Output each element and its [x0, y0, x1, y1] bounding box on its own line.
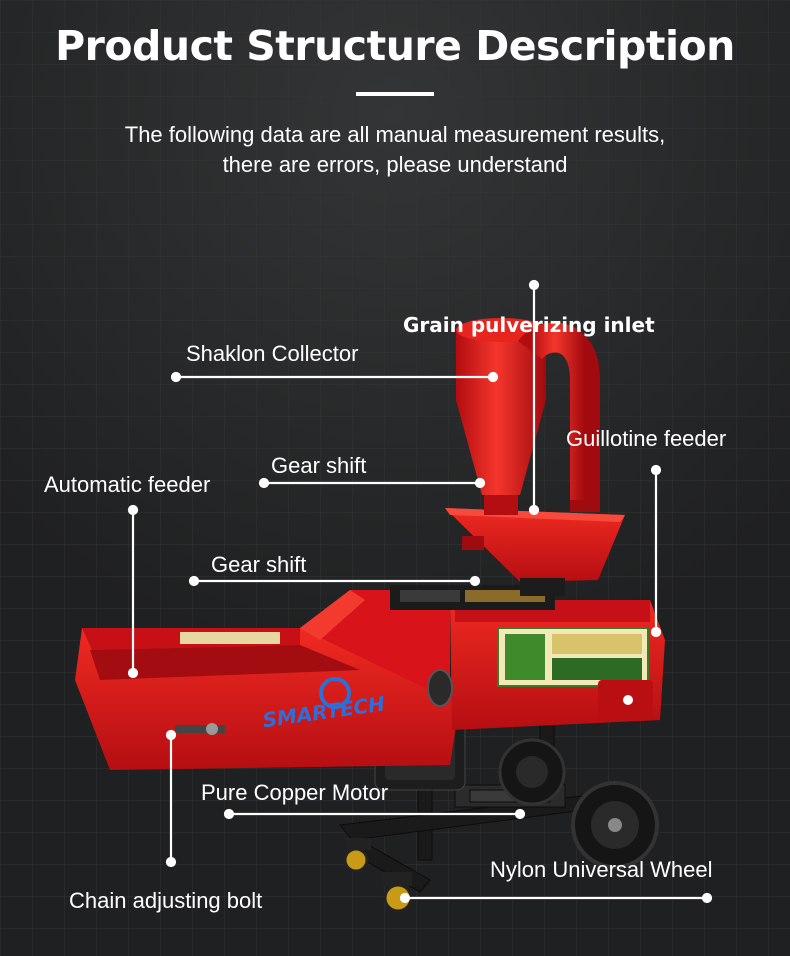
- pipe-flange: [570, 500, 600, 512]
- label-shaklon-collector: Shaklon Collector: [186, 341, 359, 366]
- title-underline: [356, 92, 434, 96]
- page-title: Product Structure Description: [55, 22, 735, 70]
- rear-wheel: [498, 738, 566, 806]
- label-gear-shift-upper: Gear shift: [271, 453, 367, 478]
- subtitle-line-2: there are errors, please understand: [222, 152, 568, 177]
- label-grain-pulverizing-inlet: Grain pulverizing inlet: [403, 313, 655, 337]
- label-guillotine-feeder: Guillotine feeder: [566, 426, 727, 451]
- cyclone-pipe: [518, 322, 600, 505]
- grain-hopper: [445, 508, 625, 596]
- chain-bolt-detail: [175, 723, 225, 735]
- subtitle-line-1: The following data are all manual measur…: [124, 122, 666, 147]
- caster-wheel-front: [382, 872, 413, 913]
- label-chain-adjusting-bolt: Chain adjusting bolt: [69, 888, 263, 913]
- caster-wheel-rear: [343, 838, 371, 873]
- feed-trough: [75, 590, 460, 770]
- label-pure-copper-motor: Pure Copper Motor: [201, 780, 389, 805]
- label-automatic-feeder: Automatic feeder: [44, 472, 211, 497]
- pulley: [427, 669, 453, 707]
- label-gear-shift-lower: Gear shift: [211, 552, 307, 577]
- label-nylon-universal-wheel: Nylon Universal Wheel: [490, 857, 713, 882]
- main-housing: [390, 585, 665, 730]
- large-wheel: [571, 781, 659, 869]
